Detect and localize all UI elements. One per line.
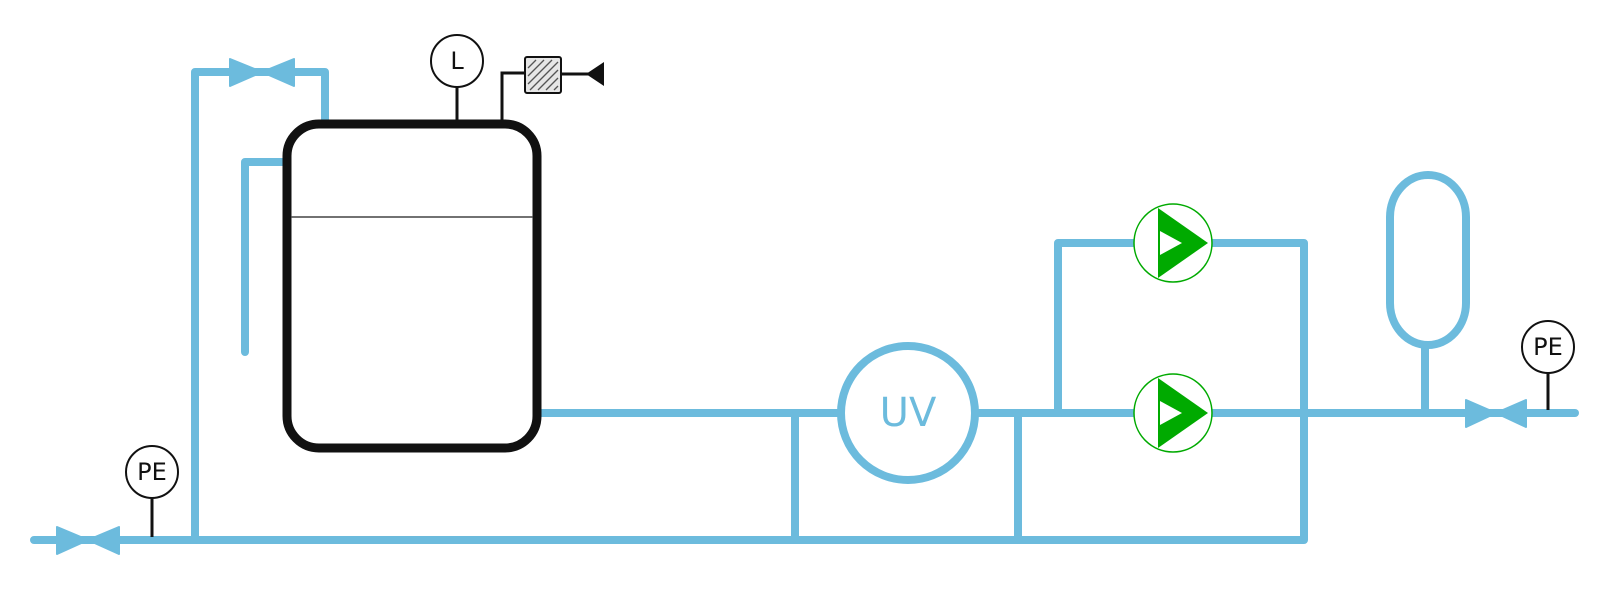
centrifugal-pump-icon: [1158, 378, 1208, 448]
inlet-valve: [56, 526, 120, 555]
bottom-supply-pipe: [30, 239, 1308, 544]
outlet-pressure-label: PE: [1533, 333, 1563, 361]
vent-outlet-icon: [586, 62, 604, 86]
uv-unit-label: UV: [880, 390, 937, 436]
uv-unit: UV: [837, 342, 979, 484]
gate-valve-icon: [1465, 399, 1497, 428]
pump-upper: [1133, 203, 1213, 283]
air-filter-hatching: [527, 59, 559, 91]
storage-tank: [282, 119, 542, 453]
inlet-pressure-instrument: PE: [125, 445, 179, 537]
outlet-pressure-instrument: PE: [1521, 320, 1575, 410]
tank-inlet-valve: [229, 58, 295, 87]
outlet-valve: [1465, 399, 1527, 428]
expansion-vessel-icon: [1386, 171, 1470, 349]
level-instrument-label: L: [450, 47, 464, 75]
tank-dip-pipe: [241, 158, 294, 356]
centrifugal-pump-icon: [1158, 208, 1208, 278]
tank-vent-line: [500, 56, 604, 120]
inlet-pressure-label: PE: [137, 458, 167, 486]
gate-valve-icon: [229, 58, 263, 87]
gate-valve-icon: [56, 526, 89, 555]
pump-lower: [1133, 373, 1213, 453]
level-instrument: L: [430, 34, 484, 120]
